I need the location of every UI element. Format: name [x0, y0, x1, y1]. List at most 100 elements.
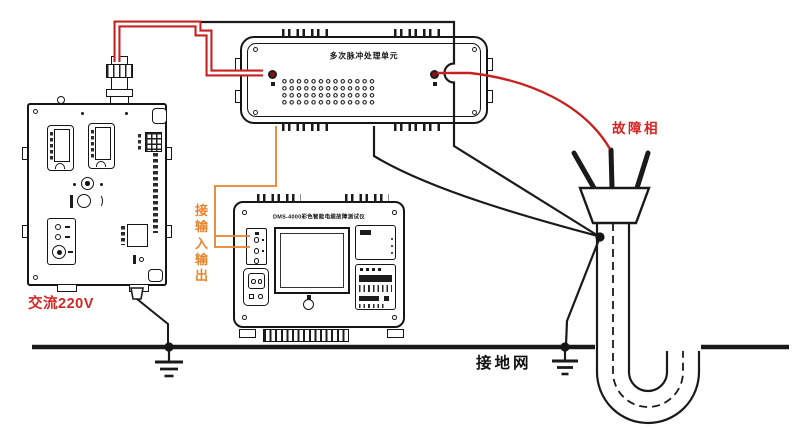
device-foot	[239, 329, 256, 338]
knob-center	[56, 249, 62, 255]
indicator-dot	[391, 238, 394, 241]
tester-nameplate: DMS-4000彩色智能电缆故障测试仪	[273, 212, 365, 220]
meter-vertical-text	[91, 130, 94, 158]
jack-label-mark	[65, 236, 70, 238]
paren-arc-mark	[94, 194, 103, 208]
io-connection-label: 接输入输出	[195, 203, 209, 283]
ac-power-label: 交流220V	[28, 296, 94, 312]
hv-bushing-nut	[106, 64, 133, 78]
ground-net-label: 接地网	[476, 355, 532, 372]
junction-dot	[595, 232, 605, 242]
junction-dot	[560, 342, 570, 352]
hv-bushing-base	[110, 96, 129, 104]
knob-label-mark	[68, 251, 73, 253]
pulse-unit-ground-wire	[372, 126, 599, 238]
screw-icon	[33, 275, 38, 280]
terminal-mark	[271, 82, 275, 86]
vent-hole-grid	[281, 78, 376, 106]
key-icon	[372, 268, 375, 271]
inlet-pin	[257, 279, 262, 284]
indicator-dot	[391, 252, 394, 255]
output-terminal-post	[430, 70, 439, 79]
key-row-block	[359, 285, 392, 292]
banana-jack	[55, 234, 61, 240]
meter-arc	[55, 163, 65, 169]
side-tab	[235, 58, 241, 71]
screw-icon	[472, 47, 477, 52]
side-tab	[235, 90, 241, 103]
io-mark	[261, 250, 264, 252]
power-source-ground-wire	[130, 287, 169, 345]
screw-icon	[472, 110, 477, 115]
screw-icon	[253, 110, 258, 115]
screw-icon	[242, 210, 247, 215]
latch-clips	[345, 194, 389, 203]
meter-display	[47, 125, 74, 171]
side-tab	[22, 147, 28, 160]
side-tab	[487, 90, 493, 103]
pulse-unit-nameplate-text: 多次脉冲处理单元	[329, 52, 399, 61]
device-foot	[129, 284, 149, 292]
key-icon	[384, 296, 389, 301]
panel-label-mark	[360, 230, 371, 235]
screw-icon	[392, 210, 397, 215]
cable-fault-tester-device: DMS-4000彩色智能电缆故障测试仪	[233, 194, 405, 328]
power-knob	[52, 245, 66, 259]
device-foot	[57, 284, 77, 292]
right-top-panel	[355, 225, 396, 260]
side-tab	[166, 147, 172, 160]
tester-nameplate-text: DMS-4000彩色智能电缆故障测试仪	[272, 214, 366, 221]
cable-conductors	[571, 147, 651, 191]
io-mark	[255, 231, 259, 235]
io-jack-input	[253, 237, 259, 243]
power-inlet-panel	[243, 268, 269, 306]
lift-ring	[57, 96, 65, 104]
terminal-block	[145, 132, 162, 152]
screw-icon	[242, 315, 247, 320]
small-jack	[139, 257, 144, 262]
input-terminal-post	[268, 70, 277, 79]
indicator-dot	[391, 245, 394, 248]
vertical-nameplate-text	[153, 153, 158, 233]
rivet-icon	[125, 112, 128, 115]
indicator-dot	[73, 183, 76, 186]
junction-dot	[164, 342, 174, 352]
banana-jack	[55, 224, 61, 230]
pulse-unit-nameplate: 多次脉冲处理单元	[269, 49, 459, 61]
inlet-pin	[251, 279, 256, 284]
key-row-block	[359, 274, 392, 282]
cable-body	[595, 223, 701, 425]
square-window	[127, 224, 148, 247]
device-foot	[387, 329, 404, 338]
latch-clips	[394, 122, 442, 131]
latch-clips	[394, 29, 442, 38]
io-connector-panel	[246, 228, 267, 265]
hv-power-source-device	[22, 96, 172, 292]
fuse-holder	[77, 194, 91, 208]
meter-arc	[96, 161, 106, 167]
latch-clips	[282, 122, 330, 131]
meter-window	[95, 127, 111, 160]
power-inlet-socket	[248, 273, 265, 289]
side-tab	[166, 225, 172, 238]
knob-center	[85, 181, 90, 186]
side-tab	[22, 225, 28, 238]
keypad-panel	[355, 264, 396, 310]
small-mark	[133, 255, 136, 264]
corner-bracket	[148, 269, 163, 282]
meter-window	[54, 129, 70, 162]
key-icon	[366, 268, 369, 271]
tester-base-ribs	[263, 329, 349, 342]
tester-screen	[274, 227, 350, 294]
side-tab	[487, 58, 493, 71]
power-dot	[258, 294, 263, 299]
key-row-block	[359, 296, 379, 301]
earth-symbol-icon	[155, 347, 183, 378]
adjust-knob	[81, 177, 94, 190]
sheath-to-ground-wire	[564, 236, 602, 346]
jack-label-mark	[65, 226, 70, 228]
switch-mark	[70, 195, 73, 208]
indicator-dot	[100, 183, 103, 186]
fault-phase-label: 故障相	[612, 121, 660, 136]
key-icon	[378, 268, 381, 271]
